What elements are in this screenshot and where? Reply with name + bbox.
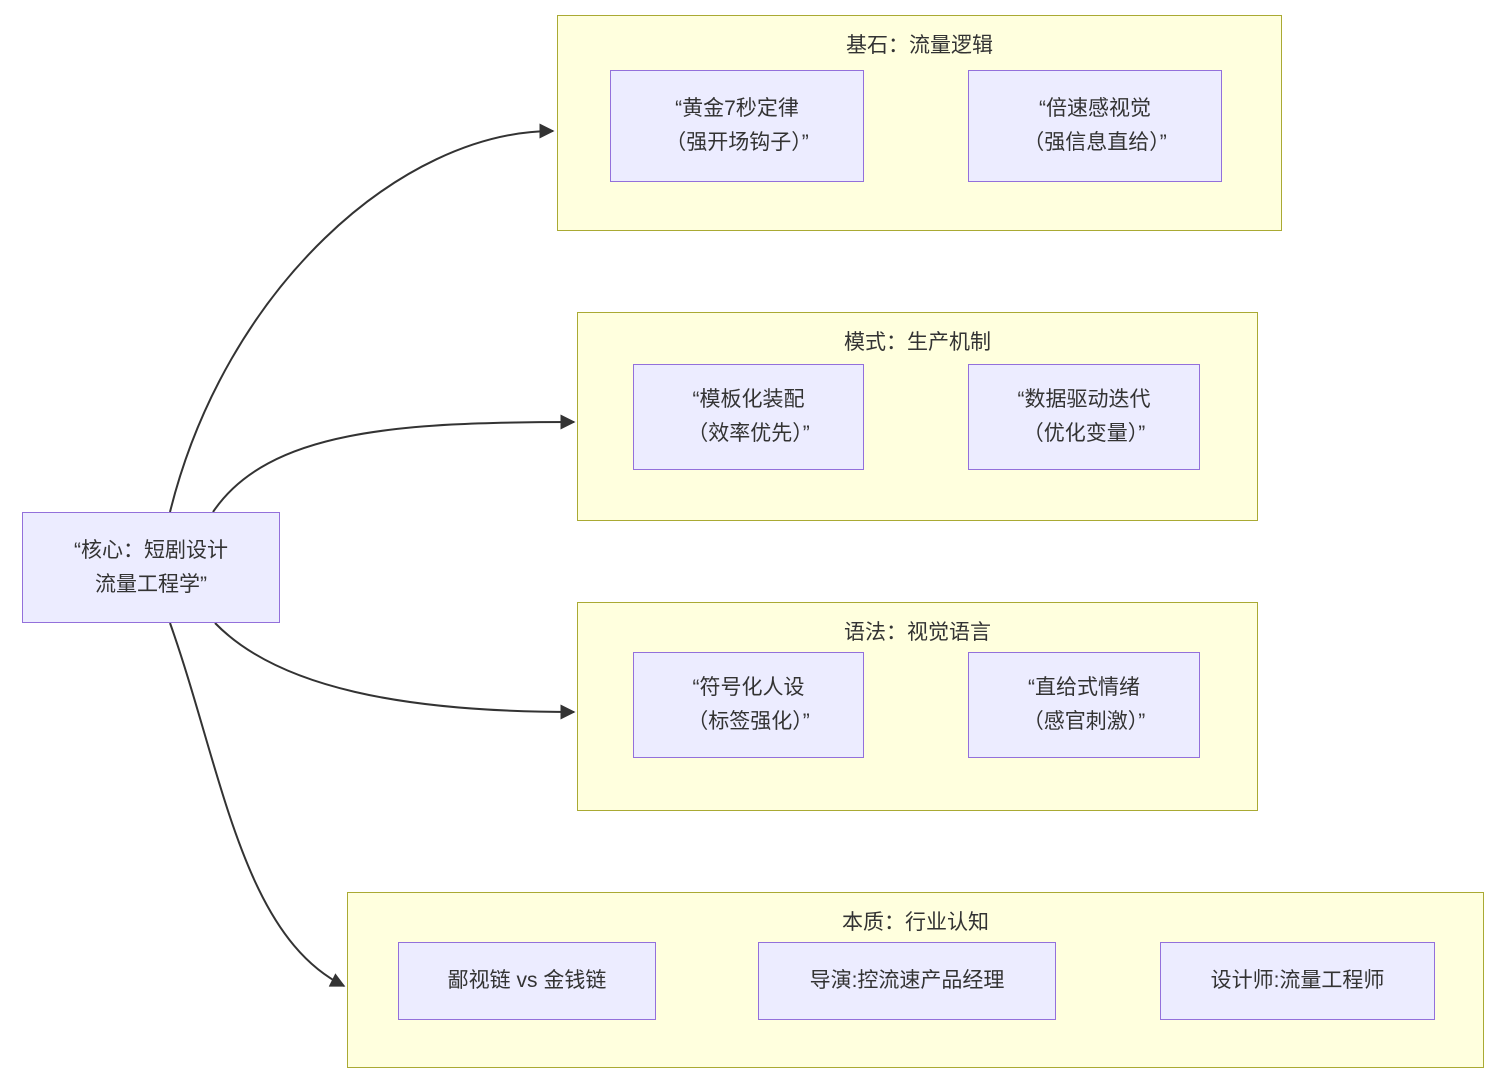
node-core-short-drama-traffic-engineering: “核心：短剧设计 流量工程学” xyxy=(22,512,280,623)
node-symbolic-persona: “符号化人设 （标签强化）” xyxy=(633,652,864,758)
cluster-title-industry-cognition: 本质：行业认知 xyxy=(842,911,989,934)
edge-core-to-visual-language xyxy=(214,622,576,720)
edge-core-to-industry-cognition xyxy=(169,622,346,987)
node-data-driven-iteration: “数据驱动迭代 （优化变量）” xyxy=(968,364,1200,470)
node-designer-traffic-engineer: 设计师:流量工程师 xyxy=(1160,942,1435,1020)
node-golden-7-second-rule: “黄金7秒定律 （强开场钩子）” xyxy=(610,70,864,182)
node-contempt-chain-vs-money-chain: 鄙视链 vs 金钱链 xyxy=(398,942,656,1020)
cluster-title-visual-language: 语法：视觉语言 xyxy=(844,621,991,644)
edge-core-to-production xyxy=(212,414,576,513)
edge-core-to-foundation xyxy=(169,123,555,513)
node-template-assembly: “模板化装配 （效率优先）” xyxy=(633,364,864,470)
node-director-flow-speed-product-manager: 导演:控流速产品经理 xyxy=(758,942,1056,1020)
node-direct-emotion: “直给式情绪 （感官刺激）” xyxy=(968,652,1200,758)
cluster-title-foundation: 基石：流量逻辑 xyxy=(846,34,993,57)
node-speed-feel-visual: “倍速感视觉 （强信息直给）” xyxy=(968,70,1222,182)
cluster-title-production: 模式：生产机制 xyxy=(844,331,991,354)
